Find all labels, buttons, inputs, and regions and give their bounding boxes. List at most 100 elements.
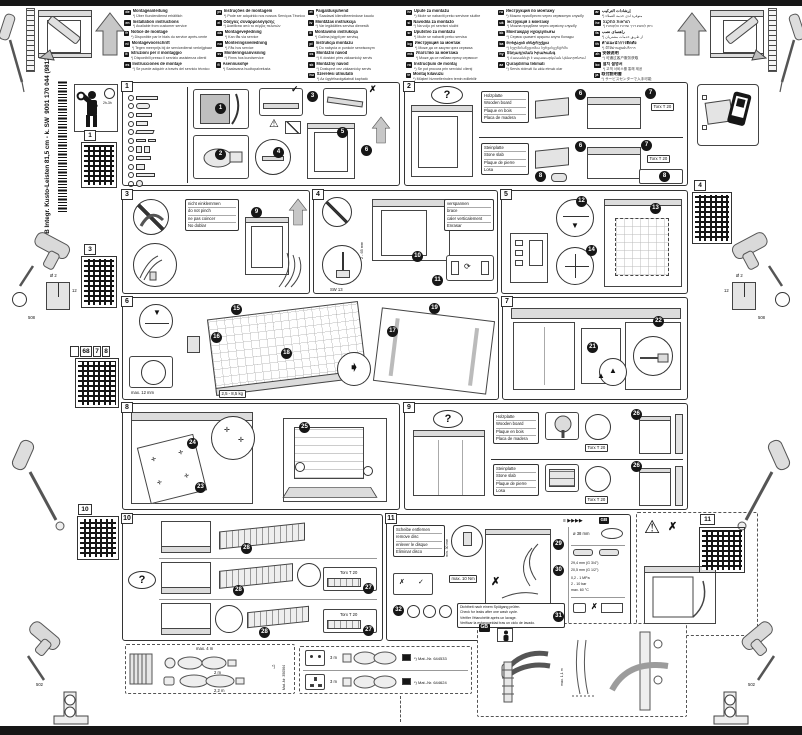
cabinet-left-sketch xyxy=(513,322,575,390)
language-note: *) Сервис қызметі арқылы алуға болады xyxy=(506,34,574,39)
leak-line: Dichtheit nach einem Spülgang prüfen. xyxy=(460,605,521,609)
hose-length-1: 2 m xyxy=(214,670,221,675)
cabinet-front-sketch xyxy=(161,521,211,553)
question-cloud: ? xyxy=(433,410,463,428)
step-circle: 17 xyxy=(387,326,398,337)
part-row xyxy=(128,98,184,110)
drill-diameter: Ø 2 xyxy=(736,273,743,278)
language-note: *) Finns hos kundservice xyxy=(224,56,264,61)
note-line: do not pinch xyxy=(188,208,236,216)
step-circle: 26 xyxy=(631,409,642,420)
language-note: *) Հասանելի է սպասարկման կենտրոնում xyxy=(506,56,586,61)
language-note: *) Може да се набави преку сервисот xyxy=(415,56,478,61)
divider xyxy=(571,597,625,598)
qr-strip-blank xyxy=(70,346,79,357)
step-circle: 7 xyxy=(645,88,656,99)
language-flag: cs xyxy=(308,51,315,58)
tree-icon xyxy=(554,415,572,438)
language-title: Տեղադրման հրահանգ xyxy=(506,51,556,56)
rinse-icon xyxy=(439,605,452,618)
footnote-connector xyxy=(400,696,401,722)
hinge-bracket-icon xyxy=(53,691,89,725)
no-pinch-icon xyxy=(133,199,169,235)
correct-figure xyxy=(259,88,303,116)
up-arrow-icon xyxy=(371,116,391,144)
language-title: Montážny návod xyxy=(316,61,349,66)
language-note: *) Saatavana huoltopalvelusta xyxy=(222,66,271,71)
installer-time-box: 2h-3h xyxy=(74,84,118,132)
dim-bar xyxy=(675,466,683,506)
pencil-icon xyxy=(725,16,768,61)
hose-bundle-icon xyxy=(278,252,302,288)
note-line: Steinplatte xyxy=(496,466,536,474)
cross-icon: ✗ xyxy=(668,521,678,533)
qr-code-3 xyxy=(81,256,117,308)
note-line: Eliminar disco xyxy=(396,548,423,554)
step-circle: 6 xyxy=(361,145,372,156)
step-circle: 6 xyxy=(575,141,586,152)
language-title: Montážní návod xyxy=(316,51,348,56)
language-note: *) Tegen meerprijs bij de servicedienst … xyxy=(131,45,213,50)
language-flag: sl xyxy=(406,20,412,26)
plinth-rail-sketch xyxy=(219,522,305,550)
bracket-sketch xyxy=(535,147,569,169)
board-drill-sketch xyxy=(732,282,756,310)
corner-mark-icon xyxy=(702,95,707,100)
height-range: 2 - 65 mm xyxy=(360,241,364,259)
language-flag: el xyxy=(216,20,222,26)
qr-code-4 xyxy=(692,192,732,244)
qr-strip-7: 7 xyxy=(93,346,101,357)
language-flag: pl xyxy=(308,41,314,47)
language-note: *) Servis xidməti ilə əldə etmək olar xyxy=(506,66,563,71)
language-flag: fa xyxy=(594,30,600,37)
language-note: *) 고객 서비스를 통해 제공 xyxy=(602,66,643,71)
distance-502: 502 xyxy=(748,682,755,687)
note-line: Plaque de pierre xyxy=(484,160,526,167)
detail-circle xyxy=(297,563,321,587)
step-circle: 5 xyxy=(337,127,348,138)
note-line: Enrasar xyxy=(447,222,462,228)
gb-chip: GB xyxy=(599,517,609,524)
note-line: Holzplatte xyxy=(496,414,536,422)
plinth-rail-sketch xyxy=(219,563,293,589)
qr-label-10: 10 xyxy=(78,504,92,515)
language-title: მონტაჟის ინსტრუქცია xyxy=(506,40,550,45)
pencil-icon xyxy=(38,16,81,61)
panel-10-plinth: 10 ? 28 28 Torx T 20 27 28 Torx T 20 27 xyxy=(121,513,383,641)
torx-label: Torx T 20 xyxy=(647,155,670,164)
divider xyxy=(303,670,468,671)
radiator-icon xyxy=(129,653,153,685)
step-circle: 23 xyxy=(195,482,206,493)
step-circle: 9 xyxy=(251,207,262,218)
foot-detail-circle xyxy=(322,245,362,285)
leak-line: Vérifier l'étanchéité après un lavage. xyxy=(460,615,517,620)
gb-ref-mark: ≡ ▶▶▶▶ xyxy=(563,518,583,524)
part-row xyxy=(128,175,184,188)
language-note: *) Müşteri hizmetlerinden temin edilebil… xyxy=(412,77,477,82)
language-note: *) Über Kundendienst erhältlich xyxy=(132,13,183,18)
language-note: *) Можно приобрести через сервисную служ… xyxy=(505,13,584,18)
counter-corner-sketch xyxy=(587,147,641,179)
language-note: *) Se pot procura prin serviciul clienţi xyxy=(413,66,473,71)
note-line: verspannen xyxy=(447,201,491,209)
panel-number: 7 xyxy=(501,296,513,307)
installer-icon xyxy=(76,91,98,127)
no-gap-icon xyxy=(322,197,352,227)
part-row xyxy=(128,89,184,101)
qr-label-3: 3 xyxy=(84,244,96,255)
language-note: *) Var iegādāties servisa dienestā xyxy=(315,24,369,29)
distance-508: 508 xyxy=(28,315,35,320)
power-strip-icon xyxy=(601,603,623,613)
ruler-icon xyxy=(768,8,777,72)
language-flag: sr xyxy=(406,30,413,37)
screwdriver-icon xyxy=(737,439,791,531)
